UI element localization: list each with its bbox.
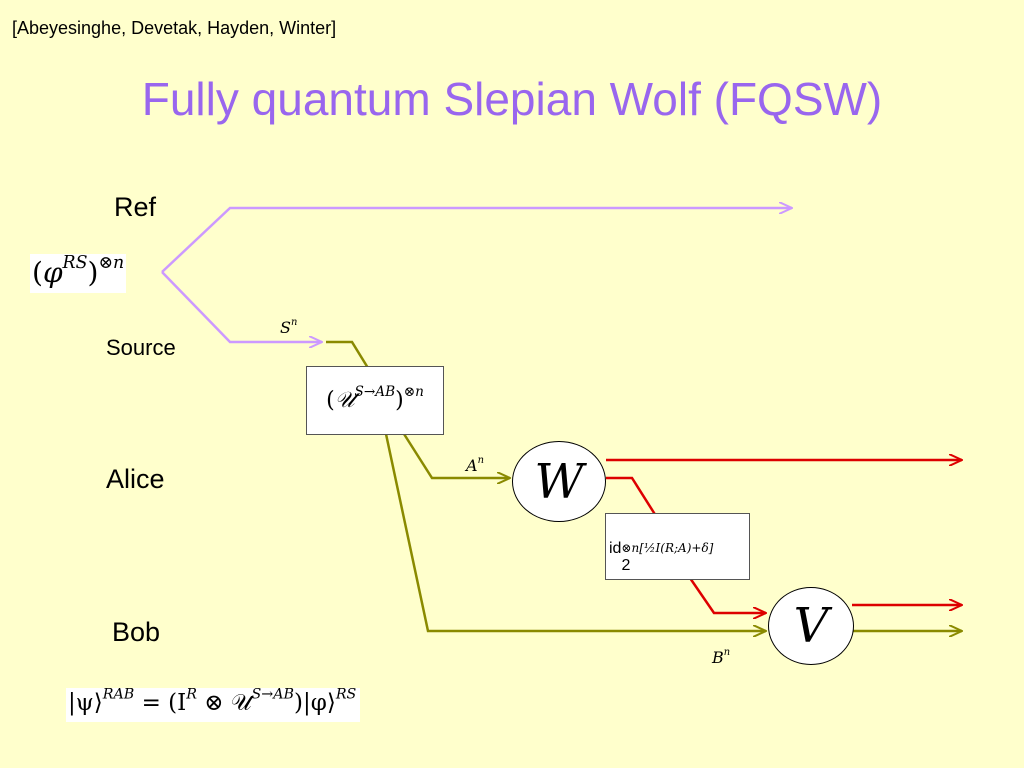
citation: [Abeyesinghe, Devetak, Hayden, Winter] (12, 18, 337, 38)
encoder-input-wire (326, 340, 370, 369)
party-bob-label: Bob (112, 617, 161, 647)
operation-v-label: V (793, 598, 829, 654)
input-state-label: (φRS)⊗n (30, 254, 127, 293)
id-to-bob-red-wire (688, 577, 766, 613)
party-source-label: Source (106, 335, 176, 360)
encoding-unitary-box: (𝒰S→AB)⊗n (306, 366, 444, 435)
bottom-equation: |ψ⟩RAB = (IR ⊗ 𝒰S→AB)|φ⟩RS (66, 687, 361, 722)
system-label-a: An (466, 455, 484, 475)
ref-wire (161, 208, 792, 273)
alice-wire (402, 433, 510, 478)
system-label-b: Bn (712, 647, 731, 667)
system-label-s: Sn (280, 317, 298, 337)
operation-w-label: W (534, 453, 584, 510)
encoding-unitary-label: (𝒰S→AB)⊗n (326, 384, 424, 413)
alice-to-id-red-wire (606, 476, 658, 517)
operation-v-circle: V (768, 587, 854, 665)
bob-wire (384, 433, 766, 631)
slide-title: Fully quantum Slepian Wolf (FQSW) (141, 73, 883, 125)
operation-w-circle: W (512, 441, 606, 522)
party-alice-label: Alice (106, 464, 165, 494)
source-wire (161, 271, 322, 342)
party-ref-label: Ref (114, 192, 157, 222)
